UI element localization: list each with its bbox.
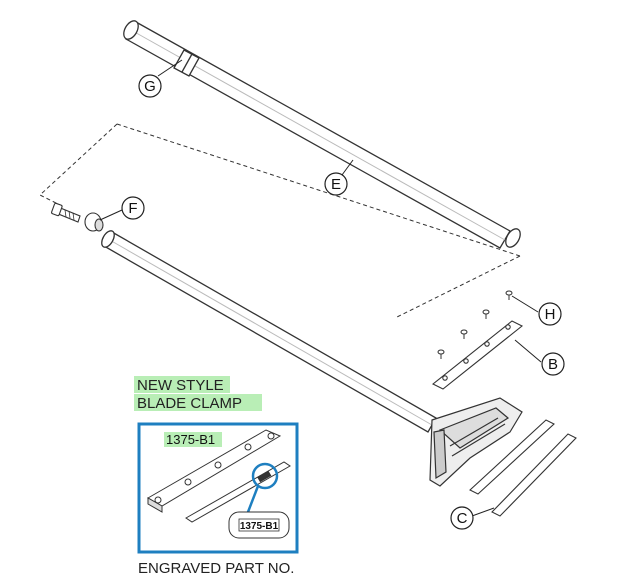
callout-h-label: H	[545, 306, 556, 323]
callout-h: H	[538, 302, 562, 326]
callout-b: B	[541, 352, 565, 376]
callout-c-label: C	[457, 510, 468, 527]
inset-box: 1375-B1 1375-B1	[137, 422, 299, 554]
inset-heading-line1: NEW STYLE	[137, 377, 224, 394]
engraved-label: 1375-B1	[228, 511, 290, 539]
bolt-and-nut	[51, 202, 104, 232]
inset-heading-line2: BLADE CLAMP	[137, 395, 242, 412]
inset-caption: ENGRAVED PART NO.	[138, 560, 294, 577]
screws	[437, 290, 513, 359]
callout-g: G	[138, 74, 162, 98]
upper-handle-tube	[123, 20, 521, 249]
inset-part-label: 1375-B1	[166, 432, 215, 447]
assembly-dashed-guide	[39, 123, 521, 319]
inset-heading: NEW STYLE BLADE CLAMP	[134, 376, 262, 412]
callout-b-label: B	[548, 356, 558, 373]
callout-e: E	[324, 172, 348, 196]
clamp-bar	[431, 320, 524, 390]
engraved-part-number: 1375-B1	[240, 521, 279, 532]
blade-strips	[469, 419, 577, 517]
callout-c: C	[450, 506, 474, 530]
inset-clamp-bar	[146, 429, 282, 513]
lower-handle-tube	[101, 230, 437, 433]
callout-e-label: E	[331, 176, 341, 193]
magnifier-circle	[251, 462, 279, 490]
callout-f: F	[121, 196, 145, 220]
leader-lines	[99, 59, 542, 517]
mop-head-bracket	[429, 397, 523, 487]
callout-g-label: G	[144, 78, 156, 95]
inset-strip	[185, 461, 291, 523]
callout-f-label: F	[128, 200, 137, 217]
